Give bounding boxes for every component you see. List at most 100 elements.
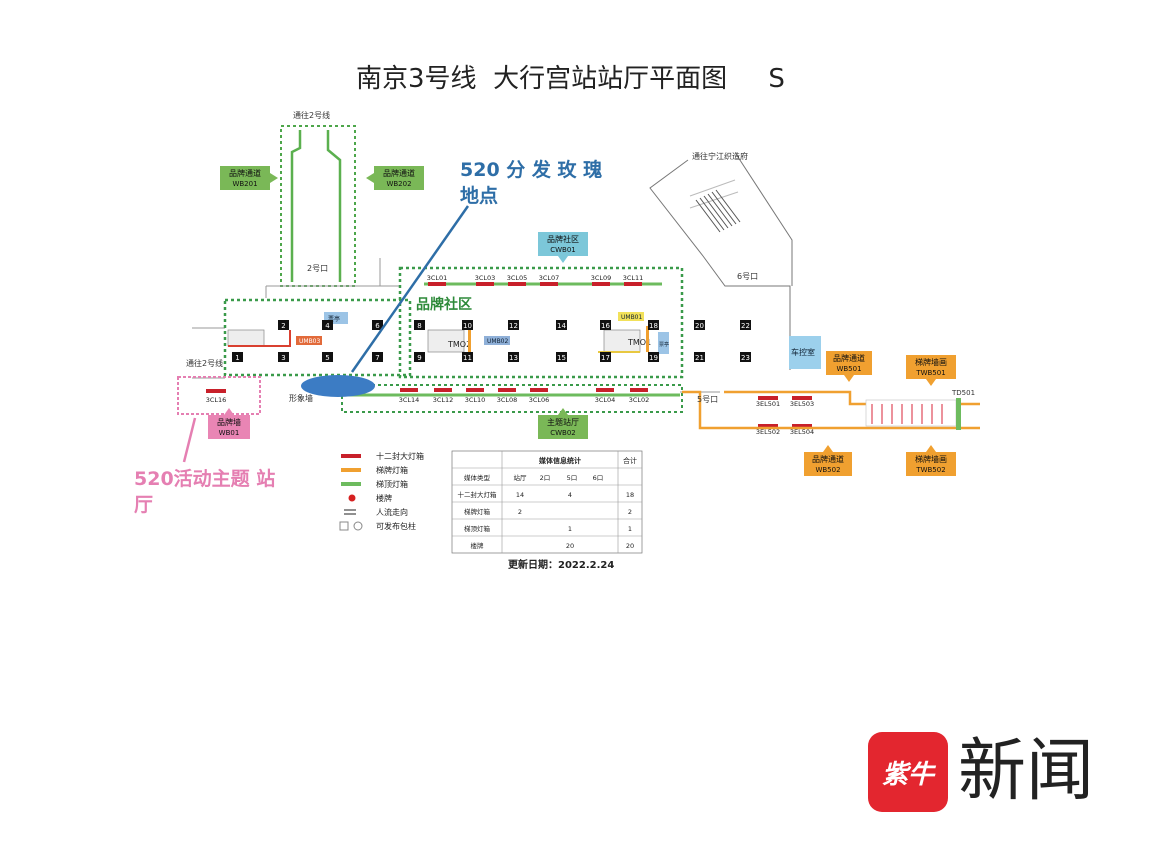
control-room xyxy=(789,336,821,369)
lightbox-3cl12 xyxy=(434,388,452,392)
pillar-label: 10 xyxy=(463,322,472,330)
umb01-label: UMB01 xyxy=(621,314,643,321)
stats-header: 媒体信息统计 xyxy=(538,456,581,465)
stats-cell: 梯牌灯箱 xyxy=(464,507,491,516)
legend-item: 十二封大灯箱 xyxy=(341,451,424,461)
pillar-label: 19 xyxy=(649,354,658,362)
legend-label: 梯顶灯箱 xyxy=(376,479,408,489)
to-line2-left-label: 通往2号线 xyxy=(186,358,223,368)
legend-item: 可发布包柱 xyxy=(339,521,416,531)
pillar-label: 23 xyxy=(741,354,750,362)
lightbox-3cl01 xyxy=(428,282,446,286)
lightbox-label: 3CL14 xyxy=(399,396,420,404)
lightbox-3cl06 xyxy=(530,388,548,392)
to-ningjiang-label: 通往宁江织造府 xyxy=(692,151,748,161)
lightbox-label: 3EL504 xyxy=(790,428,814,436)
pillar-21 xyxy=(694,352,705,362)
station-outline: 通往宁江织造府 6号口 xyxy=(192,151,793,393)
exit5-label: 5号口 xyxy=(697,395,718,404)
tag-title: 主题站厅 xyxy=(547,417,579,427)
legend-label: 人流走向 xyxy=(376,507,408,517)
lightbox-label: 3CL16 xyxy=(206,396,227,404)
rose-callout-text: 520 分 发 玫 瑰地点 xyxy=(460,159,603,207)
tag-title: 品牌通道 xyxy=(229,168,261,178)
pillar-19 xyxy=(648,352,659,362)
lightbox-3cl04 xyxy=(596,388,614,392)
legend-item: 楼牌 xyxy=(348,493,392,503)
pillar-2 xyxy=(278,320,289,330)
td501-label: TD501 xyxy=(951,389,975,397)
pillar-11 xyxy=(462,352,473,362)
pillar-label: 14 xyxy=(557,322,566,330)
lightbox-3cl07 xyxy=(540,282,558,286)
lightbox-3cl11 xyxy=(624,282,642,286)
pillar-3 xyxy=(278,352,289,362)
tag-code: TWB501 xyxy=(915,369,945,377)
stair-block-left xyxy=(227,329,291,347)
pillar-12 xyxy=(508,320,519,330)
lightbox-3el504 xyxy=(792,424,812,428)
legend-item: 梯牌灯箱 xyxy=(341,465,408,475)
lightbox-label: 3EL502 xyxy=(756,428,780,436)
pillar-16 xyxy=(600,320,611,330)
pillar-label: 13 xyxy=(509,354,518,362)
pillar-20 xyxy=(694,320,705,330)
stats-column-header: 5口 xyxy=(567,474,578,482)
lightbox-3cl03 xyxy=(476,282,494,286)
stair-block-right: TMO1 xyxy=(598,326,651,353)
tag-code: CWB01 xyxy=(550,246,576,254)
stats-cell: 1 xyxy=(628,525,632,533)
stats-cell: 20 xyxy=(566,542,574,550)
pillar-label: 8 xyxy=(417,322,421,330)
exit2-label: 2号口 xyxy=(307,264,328,273)
lightbox-label: 3EL501 xyxy=(756,400,780,408)
pillar-13 xyxy=(508,352,519,362)
umb02-tag xyxy=(484,336,510,345)
umb03-tag xyxy=(296,336,322,345)
brand-community-big-label: 品牌社区 xyxy=(416,296,472,313)
stats-cell: 2 xyxy=(518,508,522,516)
stats-cell: 18 xyxy=(626,491,634,499)
pillar-label: 5 xyxy=(325,354,329,362)
tag-title: 品牌社区 xyxy=(547,234,579,244)
brand-community-area-left xyxy=(223,298,412,377)
exit6-label: 6号口 xyxy=(737,272,758,281)
umb03-label: UMB03 xyxy=(299,338,321,345)
zniu-logo: 紫牛 xyxy=(868,732,948,812)
pillar-label: 16 xyxy=(601,322,610,330)
lightbox-label: 3EL503 xyxy=(790,400,814,408)
pillar-label: 12 xyxy=(509,322,518,330)
pillar-23 xyxy=(740,352,751,362)
tag-code: WB201 xyxy=(232,180,257,188)
lightbox-3cl05 xyxy=(508,282,526,286)
lightbox-label: 3CL08 xyxy=(497,396,518,404)
lightbox-3cl09 xyxy=(592,282,610,286)
stats-column-header: 2口 xyxy=(540,474,551,482)
pillar-label: 2 xyxy=(281,322,285,330)
stats-column-header: 媒体类型 xyxy=(464,473,491,482)
pillar-label: 11 xyxy=(463,354,472,362)
lightbox-3cl02 xyxy=(630,388,648,392)
stats-cell: 2 xyxy=(628,508,632,516)
pillar-label: 4 xyxy=(325,322,330,330)
pillar-label: 20 xyxy=(695,322,704,330)
pillar-4 xyxy=(322,320,333,330)
legend-item: 梯顶灯箱 xyxy=(341,479,408,489)
theme-hall-callout-line xyxy=(182,417,197,463)
tag-code: WB501 xyxy=(836,365,861,373)
line2-corridor: 通往2号线 2号口 xyxy=(280,110,356,287)
umb02-label: UMB02 xyxy=(487,338,509,345)
stats-cell: 14 xyxy=(516,491,524,499)
tag-title: 品牌墙 xyxy=(217,417,241,427)
tag-code: WB502 xyxy=(815,466,840,474)
stats-total-header: 合计 xyxy=(623,456,637,465)
